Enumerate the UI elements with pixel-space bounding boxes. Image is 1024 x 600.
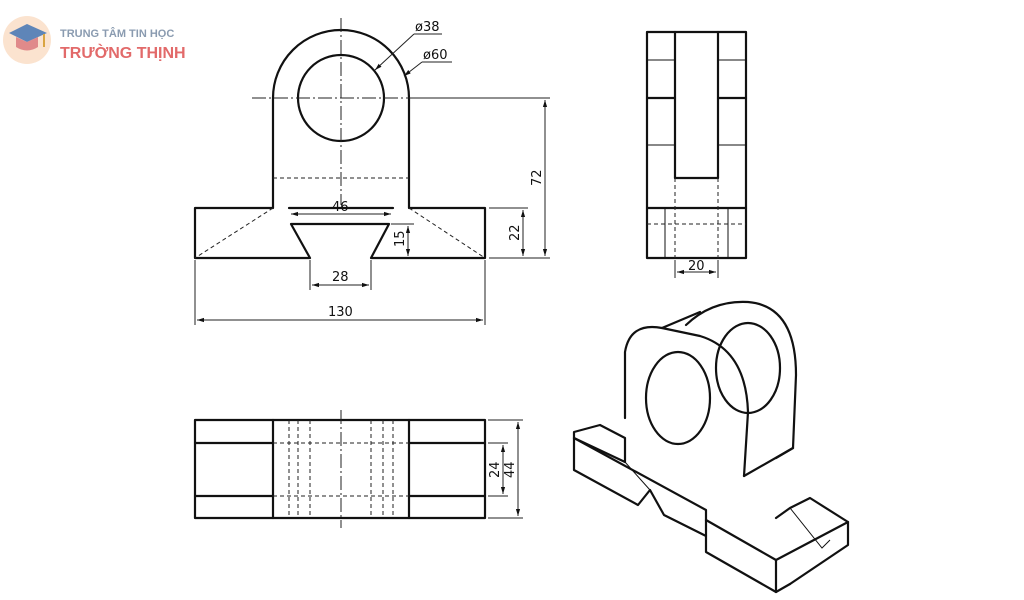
front-view <box>193 18 487 260</box>
top-view <box>193 410 487 528</box>
dim-diameter-60: ø60 <box>423 48 448 63</box>
dim-height-15: 15 <box>393 230 408 247</box>
logo-line1: TRUNG TÂM TIN HỌC <box>60 27 174 40</box>
dim-height-22: 22 <box>508 224 523 241</box>
logo-line2: TRƯỜNG THỊNH <box>60 43 186 62</box>
dim-height-44: 44 <box>503 461 518 478</box>
logo: TRUNG TÂM TIN HỌC TRƯỜNG THỊNH <box>3 16 186 64</box>
graduation-cap-icon <box>3 16 51 64</box>
dim-height-24: 24 <box>488 461 503 478</box>
dim-width-130: 130 <box>328 305 353 320</box>
dim-width-46: 46 <box>332 200 349 215</box>
dim-width-28: 28 <box>332 270 349 285</box>
dim-diameter-38: ø38 <box>415 20 440 35</box>
isometric-view <box>572 300 850 594</box>
dim-width-20: 20 <box>688 259 705 274</box>
dimensions: ø38 ø60 72 22 15 46 28 130 20 24 44 <box>194 20 719 519</box>
side-view <box>645 30 748 260</box>
dim-height-72: 72 <box>530 169 545 186</box>
